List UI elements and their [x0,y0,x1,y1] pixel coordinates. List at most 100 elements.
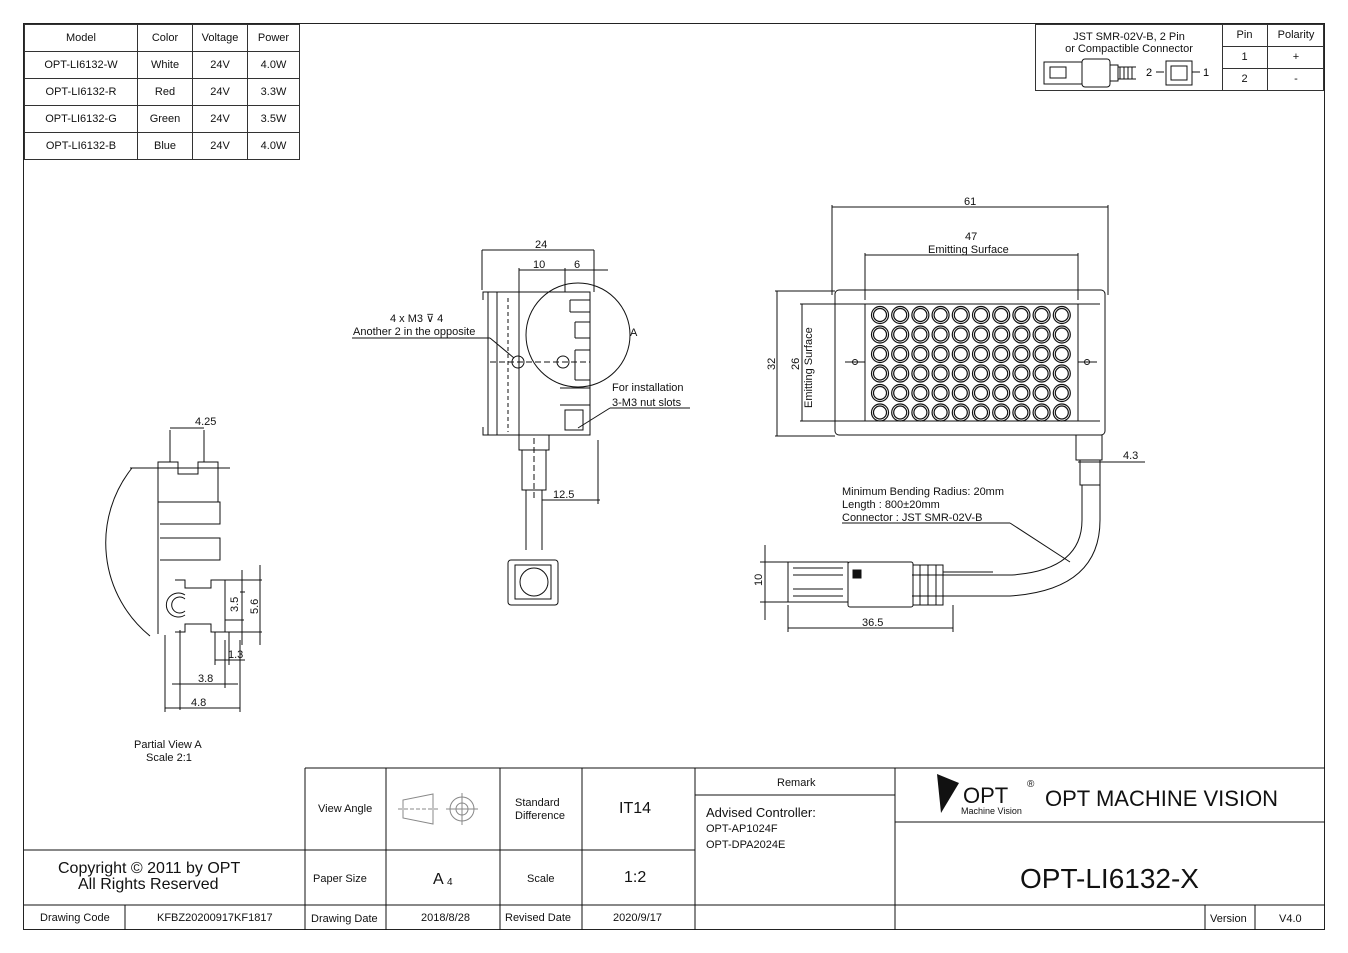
led-inner [973,385,989,401]
led-outer [870,364,890,383]
led-outer [1012,305,1031,325]
led-outer [870,305,890,325]
thread-note: 4 x M3 ⊽ 4 [390,313,443,325]
dim-3-5: 3.5 [229,597,241,612]
led-inner [913,405,928,420]
led-inner [994,327,1009,342]
scale-value: 1:2 [624,869,646,886]
led-inner [1054,366,1069,381]
dim-1-3: 1.3 [228,649,243,661]
dim-26: 26 [790,358,802,370]
led-outer [911,305,930,325]
led-inner [1034,366,1049,381]
led-outer [971,325,991,344]
led-outer [870,403,890,422]
dim-10: 10 [533,259,545,271]
led-outer [870,325,890,344]
connector-title-1: JST SMR-02V-B, 2 Pin [1073,31,1185,43]
led-inner [1034,327,1049,342]
led-outer [1052,305,1071,325]
led-inner [913,327,928,342]
led-inner [933,307,948,323]
led-inner [1014,385,1029,401]
led-outer [992,383,1011,403]
led-inner [872,405,888,420]
partial-view-scale: Scale 2:1 [146,752,192,764]
led-outer [971,383,991,403]
view-angle-label: View Angle [318,803,372,815]
dim-61: 61 [964,196,976,208]
install-note-2: 3-M3 nut slots [612,397,682,409]
led-outer [891,403,910,422]
led-inner [1014,405,1029,420]
led-inner [913,346,928,362]
led-inner [893,327,908,342]
led-outer [1032,383,1051,403]
led-outer [971,344,991,364]
led-inner [1054,385,1069,401]
led-outer [1052,383,1071,403]
cell-voltage: 24V [192,132,248,160]
install-note: For installation [612,382,684,394]
scale-label: Scale [527,873,555,885]
dim-5-6: 5.6 [249,599,261,614]
led-inner [1034,346,1049,362]
led-inner [933,385,948,401]
led-outer [1012,325,1031,344]
copyright-line-1: Copyright © 2011 by OPT [58,860,240,877]
cell-voltage: 24V [192,105,248,133]
title-block-lines [24,767,1325,930]
drawing-date-label: Drawing Date [311,913,378,925]
led-inner [994,366,1009,381]
led-inner [933,346,948,362]
dim-47: 47 [965,231,977,243]
led-inner [893,385,908,401]
emitting-surface-label: Emitting Surface [928,244,1009,256]
logo-sub: Machine Vision [961,806,1022,816]
led-outer [1032,305,1051,325]
led-inner [994,307,1009,323]
emitting-surface-label-v: Emitting Surface [803,327,815,408]
led-inner [933,366,948,381]
led-inner [953,385,968,401]
connector-info: JST SMR-02V-B, 2 Pin or Compactible Conn… [1036,25,1223,91]
standard-difference-label: Standard Difference [515,797,565,822]
led-inner [1054,327,1069,342]
controller-1: OPT-AP1024F [706,823,778,835]
led-grid [870,305,1071,422]
dim-12-5: 12.5 [553,489,574,501]
led-inner [1014,327,1029,342]
led-inner [893,366,908,381]
led-inner [953,346,968,362]
led-outer [931,344,950,364]
dim-4-8: 4.8 [191,697,206,709]
logo-text: OPT [963,783,1008,808]
led-inner [913,385,928,401]
cell-model: OPT-LI6132-G [24,105,138,133]
partial-view-caption: Partial View A [134,739,202,751]
led-inner [1034,307,1049,323]
led-inner [973,405,989,420]
led-inner [1034,385,1049,401]
logo-registered: ® [1027,779,1035,790]
led-outer [992,364,1011,383]
led-outer [911,344,930,364]
paper-size-sub: 4 [447,877,453,888]
led-inner [1054,405,1069,420]
led-outer [1032,344,1051,364]
controller-2: OPT-DPA2024E [706,839,785,851]
opt-logo-icon [937,774,959,813]
partial-view-a [105,427,262,712]
connector-note: Connector : JST SMR-02V-B [842,512,982,524]
led-outer [891,383,910,403]
led-inner [893,405,908,420]
bend-note: Minimum Bending Radius: 20mm [842,486,1004,498]
cell-model: OPT-LI6132-R [24,78,138,106]
dim-32: 32 [766,358,778,370]
cell-color: Blue [137,132,193,160]
led-inner [1034,405,1049,420]
cell-voltage: 24V [192,78,248,106]
led-outer [951,403,970,422]
led-inner [994,346,1009,362]
